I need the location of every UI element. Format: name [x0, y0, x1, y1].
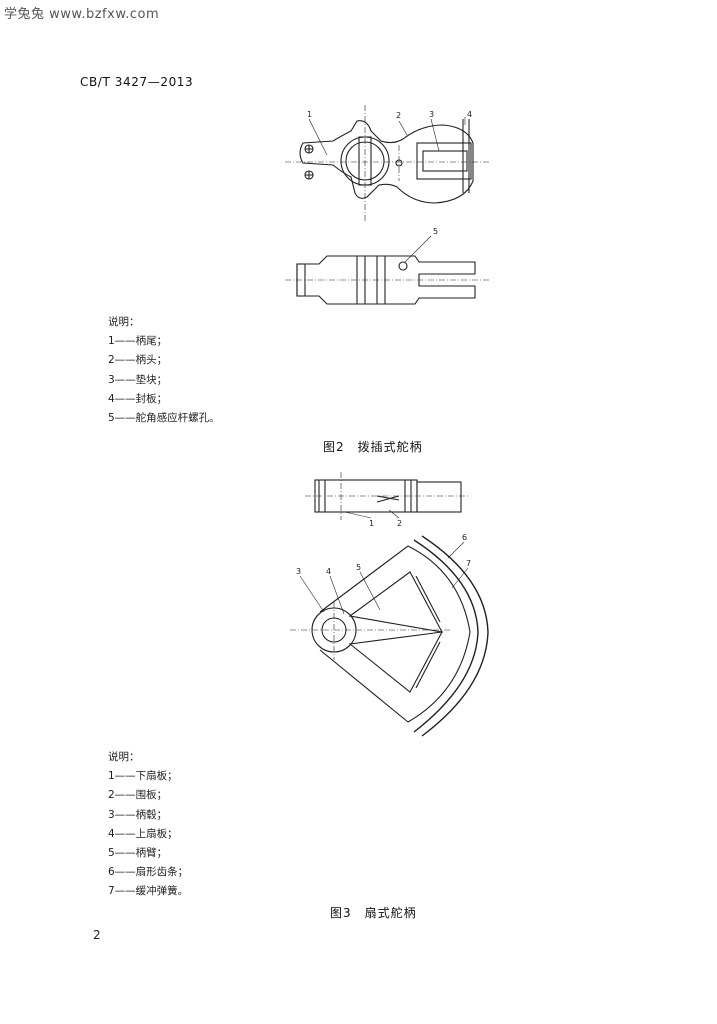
callout-6: 6: [462, 533, 467, 542]
callout-3: 3: [296, 567, 301, 576]
figure2-legend: 说明： 1——柄尾； 2——柄头； 3——垫块； 4——封板； 5——舵角感应杆…: [108, 313, 220, 428]
legend-item: 3——柄毂；: [108, 808, 168, 821]
legend-item: 6——扇形齿条；: [108, 866, 189, 879]
figure2-elevation-view: 5: [285, 227, 489, 305]
legend-item: 2——柄头；: [108, 354, 168, 367]
legend-item: 1——柄尾；: [108, 335, 168, 348]
watermark-text: 学兔兔 www.bzfxw.com: [4, 7, 160, 22]
legend-item: 3——垫块；: [108, 373, 168, 386]
legend-title: 说明：: [108, 751, 140, 763]
callout-5: 5: [356, 563, 361, 572]
callout-4: 4: [326, 567, 331, 576]
legend-item: 4——封板；: [108, 392, 168, 405]
legend-item: 7——缓冲弹簧。: [108, 885, 189, 898]
page-number: 2: [93, 928, 101, 942]
legend-item: 4——上扇板；: [108, 827, 178, 840]
callout-5: 5: [433, 227, 438, 236]
callout-1: 1: [307, 110, 312, 119]
callout-3: 3: [429, 110, 434, 119]
legend-item: 1——下扇板；: [108, 770, 178, 783]
standard-number: CB/T 3427—2013: [80, 75, 194, 89]
legend-title: 说明：: [108, 316, 140, 328]
figure3-plan-view: 3 4 5 6 7: [290, 533, 489, 737]
callout-2: 2: [397, 519, 402, 528]
figure3-top-view: 1 2: [305, 472, 469, 528]
legend-item: 2——围板；: [108, 789, 168, 802]
callout-7: 7: [466, 559, 471, 568]
callout-1: 1: [369, 519, 374, 528]
callout-2: 2: [396, 111, 401, 120]
figure2-plan-view: 1 2 3 4: [285, 105, 489, 223]
legend-item: 5——舵角感应杆螺孔。: [108, 412, 220, 425]
figure2-caption: 图2 拨插式舵柄: [323, 440, 423, 454]
figure3-legend: 说明： 1——下扇板； 2——围板； 3——柄毂； 4——上扇板； 5——柄臂；…: [108, 748, 188, 902]
callout-4: 4: [467, 110, 472, 119]
figure3-caption: 图3 扇式舵柄: [330, 906, 417, 920]
legend-item: 5——柄臂；: [108, 847, 168, 860]
